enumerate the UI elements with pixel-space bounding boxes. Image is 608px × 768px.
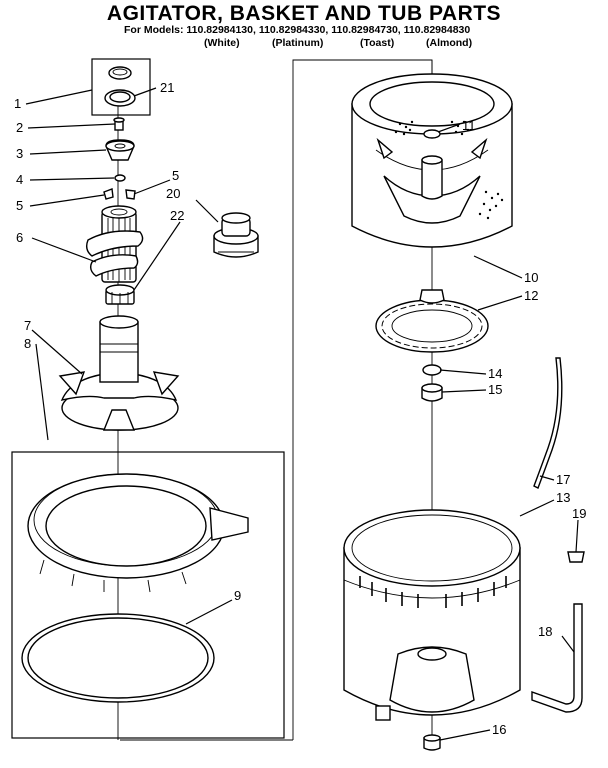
- callout-12: 12: [524, 288, 538, 303]
- variant-platinum: (Platinum): [272, 37, 324, 49]
- callout-5-right: 5: [172, 168, 179, 183]
- part-6-auger: [85, 205, 144, 283]
- balance-ring: [27, 473, 249, 593]
- models-line: For Models: 110.82984130, 110.82984330, …: [124, 24, 471, 36]
- callout-16: 16: [492, 722, 506, 737]
- part-10-basket: [351, 73, 513, 248]
- part-18-drain-hose: [531, 603, 583, 713]
- callout-10: 10: [524, 270, 538, 285]
- part-13-tub: [343, 509, 521, 721]
- callout-18: 18: [538, 624, 552, 639]
- part-1-ring: [104, 89, 136, 107]
- callout-6: 6: [16, 230, 23, 245]
- callout-7: 7: [24, 318, 31, 333]
- callout-5-left: 5: [16, 198, 23, 213]
- variant-almond: (Almond): [426, 37, 473, 49]
- callout-3: 3: [16, 146, 23, 161]
- part-3-cam: [105, 139, 135, 161]
- callout-2: 2: [16, 120, 23, 135]
- part-5-dog-right: [125, 189, 136, 200]
- callout-4: 4: [16, 172, 23, 187]
- variant-white: (White): [204, 37, 240, 49]
- part-9-gasket: [21, 613, 215, 703]
- part-21-box: [91, 58, 151, 116]
- part-8-box: [11, 451, 285, 739]
- variant-toast: (Toast): [360, 37, 395, 49]
- part-22-spline: [105, 284, 135, 305]
- callout-14: 14: [488, 366, 502, 381]
- part-15-bearing: [421, 383, 443, 402]
- callout-22: 22: [170, 208, 184, 223]
- callout-9: 9: [234, 588, 241, 603]
- callout-20: 20: [166, 186, 180, 201]
- part-20-filter: [213, 212, 259, 258]
- callout-21: 21: [160, 80, 174, 95]
- callout-13: 13: [556, 490, 570, 505]
- part-19-clamp: [567, 551, 585, 563]
- part-14-nut: [422, 364, 442, 376]
- part-12-hub: [375, 289, 489, 353]
- callout-1: 1: [14, 96, 21, 111]
- part-16-seal: [423, 734, 441, 751]
- callout-15: 15: [488, 382, 502, 397]
- part-17-hose: [533, 357, 563, 489]
- diagram-title: AGITATOR, BASKET AND TUB PARTS: [106, 2, 502, 25]
- part-5-dog-left: [103, 188, 114, 200]
- part-21-cap: [108, 66, 132, 80]
- callout-11: 11: [462, 118, 476, 133]
- callout-17: 17: [556, 472, 570, 487]
- part-2-bolt: [113, 117, 125, 131]
- callout-19: 19: [572, 506, 586, 521]
- part-4-washer: [114, 174, 126, 182]
- callout-8: 8: [24, 336, 31, 351]
- part-7-agitator: [58, 315, 180, 431]
